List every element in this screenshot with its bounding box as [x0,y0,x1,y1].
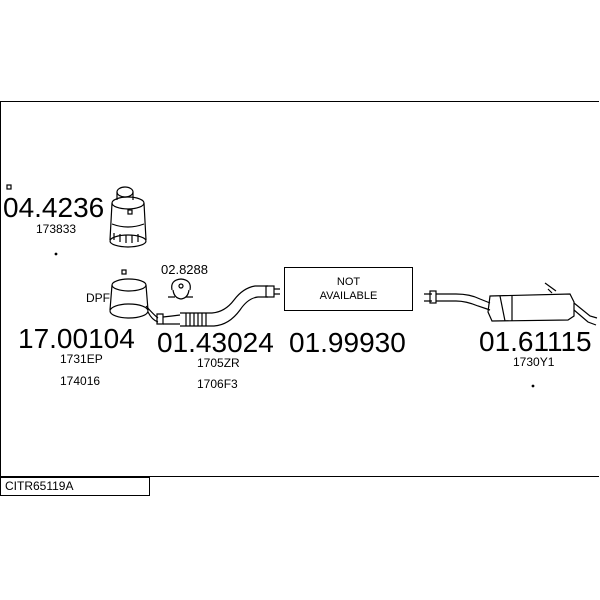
marker-square [6,184,12,190]
part-number-02-8288: 02.8288 [161,262,208,277]
part-ref-173833: 173833 [36,222,77,236]
part-ref-174016: 174016 [60,374,101,388]
catalyst-canister-icon [109,186,147,248]
dpf-icon [109,278,164,325]
front-pipe-icon [162,285,280,327]
part-ref-1706f3: 1706F3 [197,377,238,391]
part-number-01-43024: 01.43024 [157,327,274,358]
part-ref-1731ep: 1731EP [60,352,103,366]
part-ref-1730y1: 1730Y1 [513,355,555,369]
marker-square [121,269,127,275]
part-number-17-00104: 17.00104 [18,323,135,354]
not-available-line-2: AVAILABLE [319,290,378,302]
part-number-04-4236: 04.4236 [3,192,105,223]
dpf-label: DPF [86,291,110,305]
clamp-icon [168,278,193,300]
diagram-code: CITR65119A [5,479,74,493]
diagram-frame [0,101,599,477]
part-number-01-61115: 01.61115 [479,326,592,357]
diagram-code-box: CITR65119A [0,477,150,496]
part-number-01-99930: 01.99930 [289,327,406,358]
part-ref-1705zr: 1705ZR [197,356,240,370]
not-available-line-1: NOT [336,276,361,288]
rear-silencer-icon [424,282,598,326]
not-available-box: NOT AVAILABLE [284,267,413,311]
